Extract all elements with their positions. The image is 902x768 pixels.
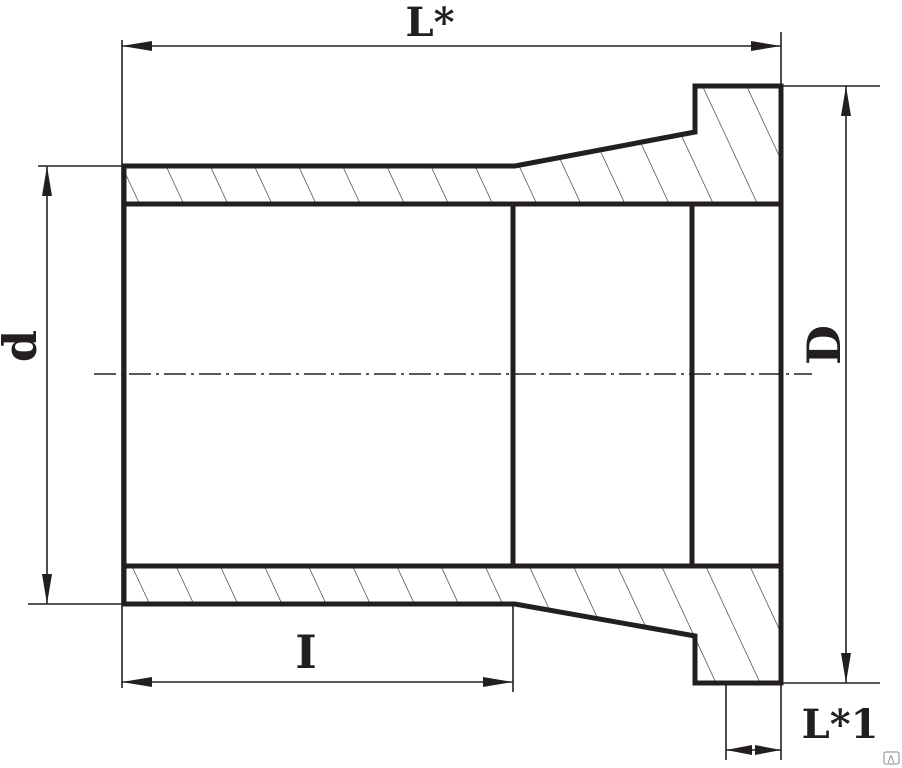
- label-socket-length: I: [295, 625, 317, 679]
- dimension-overall-length: L*: [122, 0, 781, 51]
- label-outer-diameter: D: [797, 325, 851, 365]
- watermark-text: /\: [888, 755, 895, 765]
- dimension-inner-diameter: d: [0, 166, 52, 604]
- dimension-outer-diameter: D: [797, 86, 851, 683]
- label-overall-length: L*: [405, 0, 454, 46]
- label-flange-length: L*1: [802, 701, 879, 748]
- watermark-badge: /\: [883, 751, 900, 765]
- dimension-socket-length: I: [122, 625, 513, 687]
- label-inner-diameter: d: [0, 330, 47, 362]
- dimension-flange-length: L*1: [726, 701, 878, 755]
